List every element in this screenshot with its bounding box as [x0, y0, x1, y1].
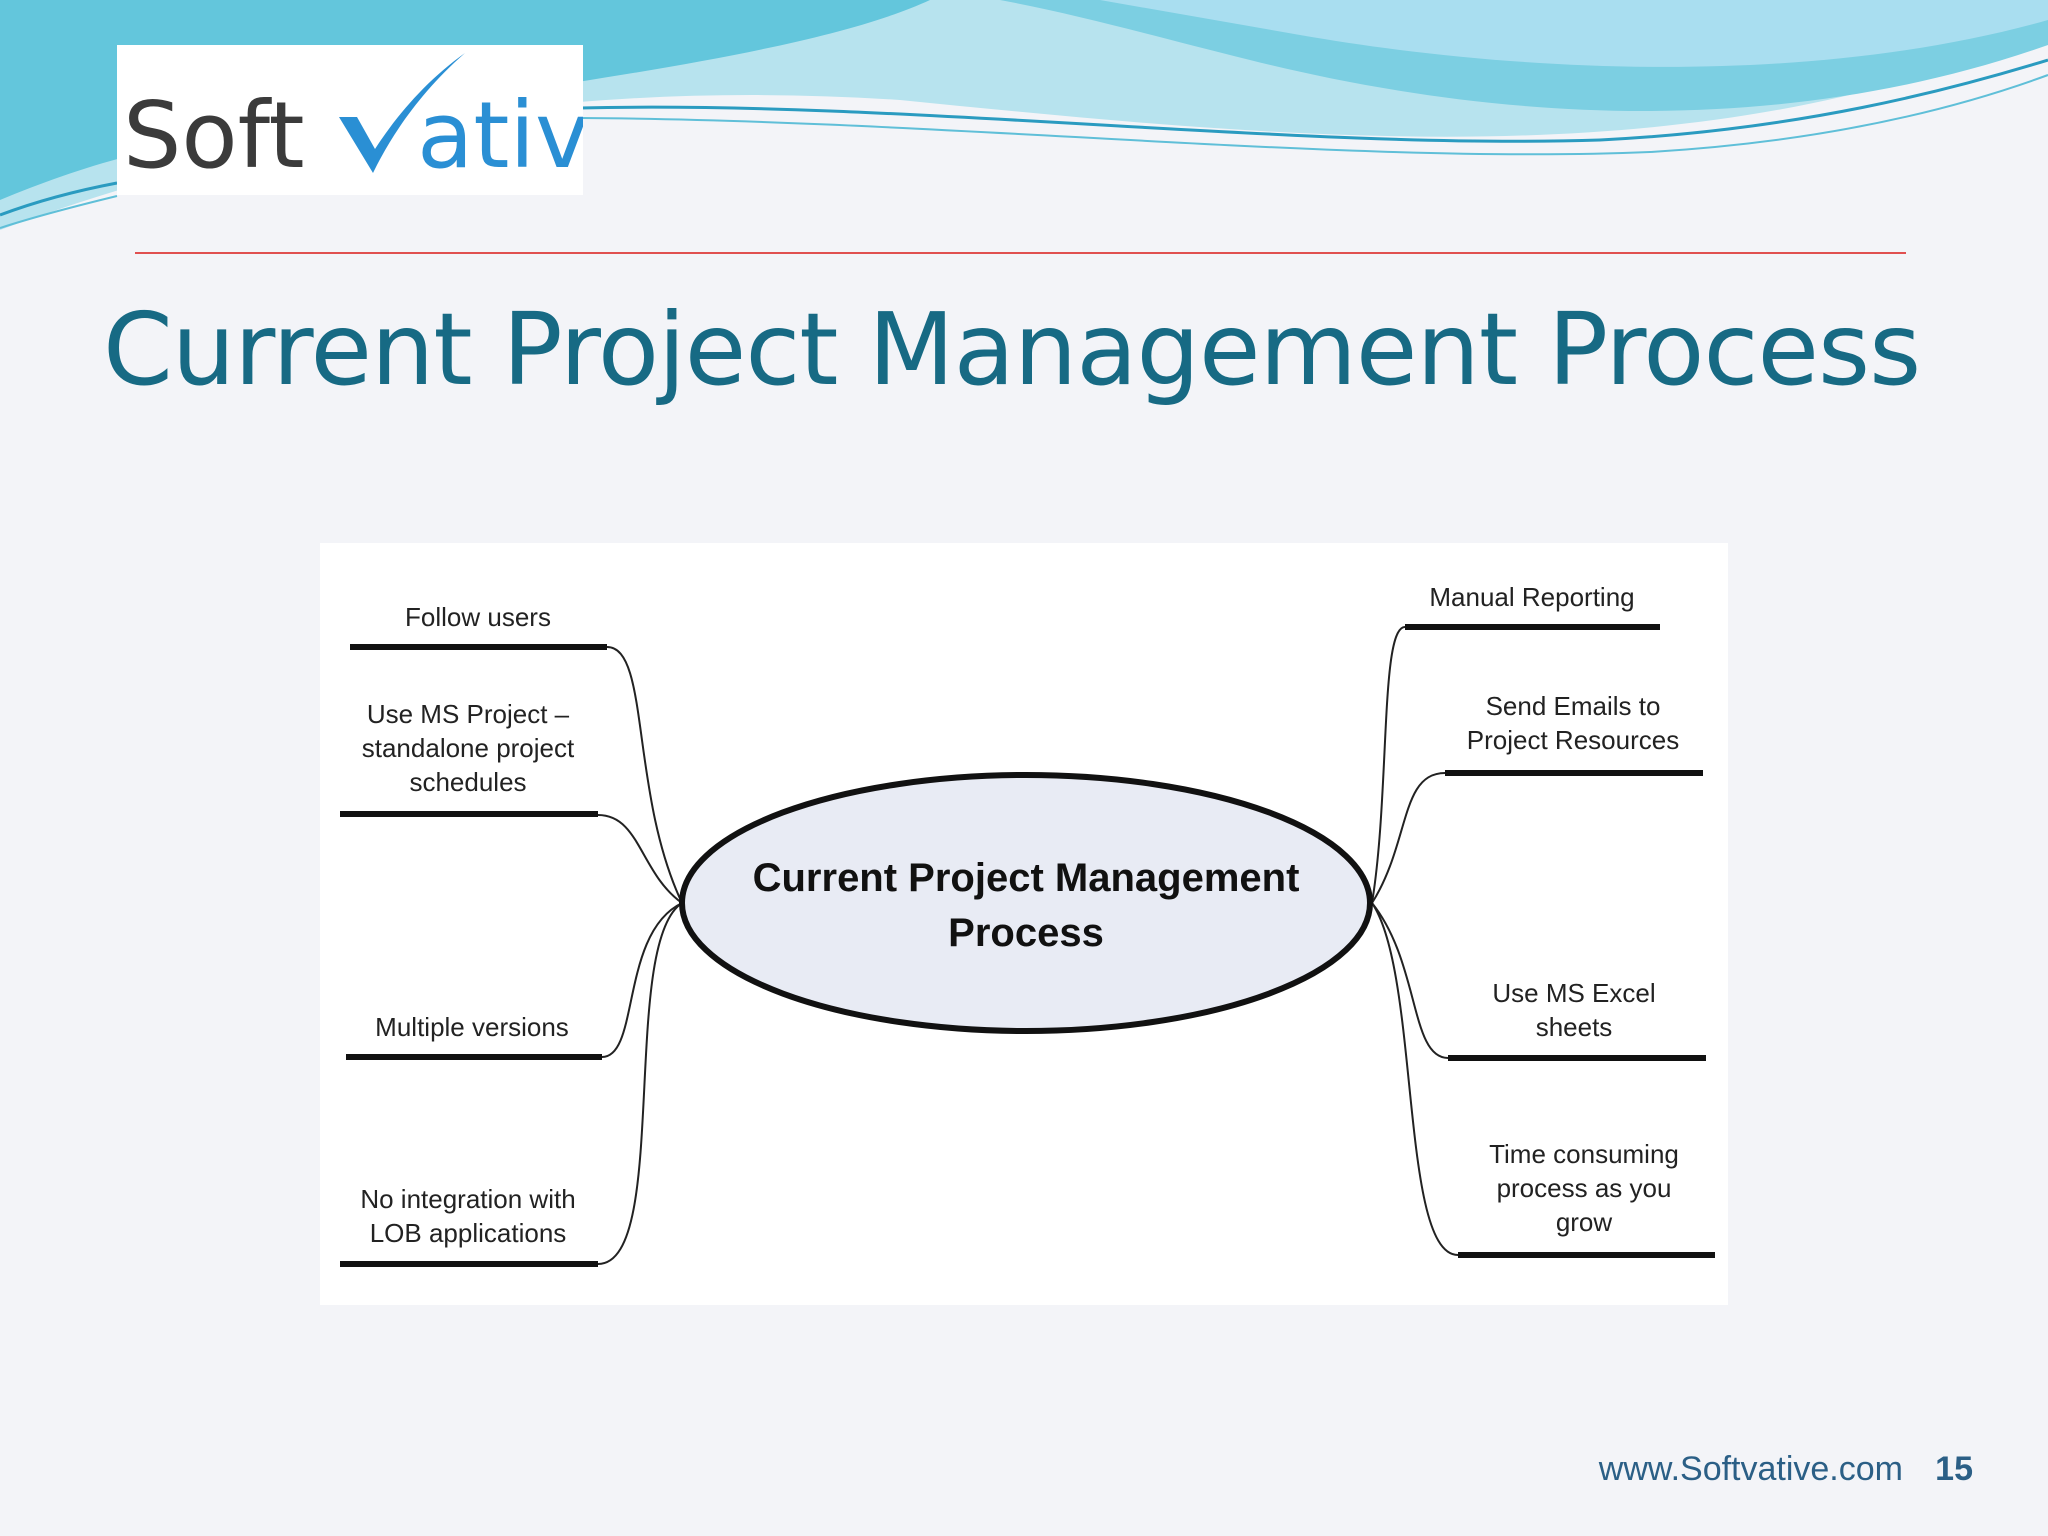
branch-underline: [1405, 624, 1660, 630]
mind-map-diagram: Current Project Management Process Follo…: [320, 543, 1728, 1305]
central-topic-line2: Process: [948, 911, 1104, 955]
branch-underline: [1445, 770, 1703, 776]
title-divider: [135, 252, 1906, 254]
branch-underline: [350, 644, 607, 650]
right-branch-time-consuming: Time consuming process as you grow: [1458, 1139, 1715, 1258]
slide-page-number: 15: [1935, 1450, 1973, 1488]
branch-label-line: No integration with: [360, 1184, 575, 1214]
left-branch-ms-project: Use MS Project – standalone project sche…: [340, 699, 598, 817]
connector-ms-project: [597, 814, 683, 904]
branch-underline: [1448, 1055, 1706, 1061]
branch-label-line: Follow users: [405, 602, 551, 632]
branch-label-line: Use MS Excel: [1492, 978, 1655, 1008]
right-branch-ms-excel: Use MS Excel sheets: [1448, 978, 1706, 1061]
branch-underline: [340, 1261, 598, 1267]
central-topic-ellipse: [679, 772, 1373, 1034]
branch-label-line: sheets: [1536, 1012, 1613, 1042]
branch-label-line: LOB applications: [370, 1218, 567, 1248]
branch-underline: [340, 811, 598, 817]
softvative-logo: Soft ative: [117, 45, 583, 195]
branch-label-line: Multiple versions: [375, 1012, 569, 1042]
checkmark-icon: [339, 53, 465, 173]
connector-follow-users: [606, 646, 683, 904]
logo-text-soft: Soft: [123, 82, 305, 189]
branch-label-line: schedules: [409, 767, 526, 797]
branch-label-line: Time consuming: [1489, 1139, 1679, 1169]
slide-title: Current Project Management Process: [103, 291, 1921, 408]
connector-send-emails: [1371, 772, 1446, 904]
connector-ms-excel: [1371, 902, 1449, 1059]
branch-underline: [1458, 1252, 1715, 1258]
footer-website-url: www.Softvative.com: [1598, 1450, 1903, 1488]
branch-underline: [346, 1054, 602, 1060]
branch-label-line: Use MS Project –: [367, 699, 570, 729]
branch-label-line: process as you: [1497, 1173, 1672, 1203]
branch-label-line: Send Emails to: [1486, 691, 1661, 721]
connector-manual-reporting: [1371, 626, 1406, 904]
connector-multiple-versions: [601, 902, 683, 1058]
central-topic-line1: Current Project Management: [753, 856, 1300, 900]
connector-no-integration: [597, 902, 683, 1265]
left-branch-no-integration: No integration with LOB applications: [340, 1184, 598, 1267]
right-connectors: [1371, 626, 1459, 1256]
right-branch-send-emails: Send Emails to Project Resources: [1445, 691, 1703, 776]
logo-graphic: Soft ative: [123, 53, 583, 189]
branch-label-line: standalone project: [362, 733, 575, 763]
right-branch-manual-reporting: Manual Reporting: [1405, 582, 1660, 630]
branch-label-line: Manual Reporting: [1429, 582, 1634, 612]
branch-label-line: grow: [1556, 1207, 1613, 1237]
left-branch-multiple-versions: Multiple versions: [346, 1012, 602, 1060]
mind-map-svg: Current Project Management Process Follo…: [340, 582, 1715, 1267]
left-connectors: [597, 646, 683, 1265]
left-branch-follow-users: Follow users: [350, 602, 607, 650]
branch-label-line: Project Resources: [1467, 725, 1679, 755]
connector-time-consuming: [1371, 902, 1459, 1256]
logo-text-ative: ative: [417, 82, 583, 189]
